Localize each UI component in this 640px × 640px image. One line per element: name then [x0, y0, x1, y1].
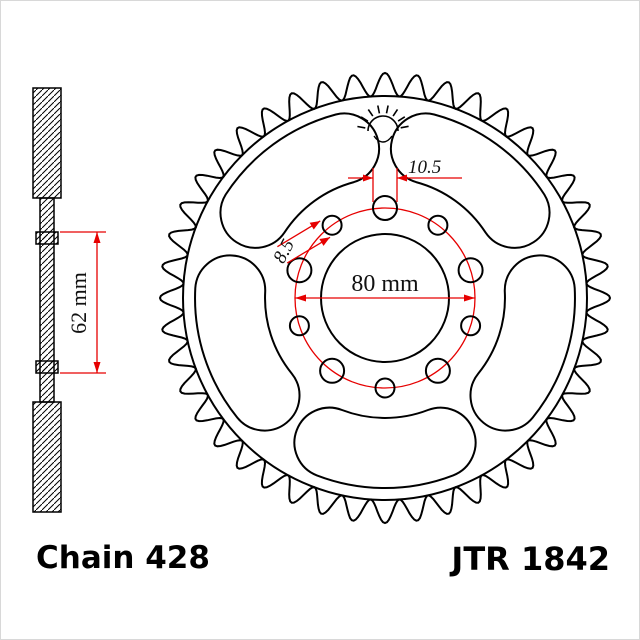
sun-ray-icon — [357, 125, 366, 129]
section-teeth-top — [32, 87, 62, 199]
sun-ray-icon — [392, 108, 399, 117]
section-plate — [39, 197, 55, 403]
bolt-hole — [460, 315, 482, 337]
bolt-hole — [427, 214, 449, 236]
sun-logo — [367, 115, 399, 132]
tooth-ring — [158, 71, 612, 525]
dimension-annotations: 62 mm 80 mm 10.5 8.5 — [60, 157, 475, 374]
section-teeth-bottom — [32, 401, 62, 513]
dim-105-text: 10.5 — [408, 157, 441, 178]
arrow-icon — [93, 362, 101, 373]
cutout — [219, 112, 381, 249]
footer-labels: Chain 428 JTR 1842 — [36, 540, 610, 578]
section-hub-top — [35, 231, 59, 245]
bolt-hole — [321, 214, 343, 236]
dim-85-text: 8.5 — [269, 236, 299, 267]
bolt-hole — [286, 257, 313, 284]
sun-ray-icon — [397, 116, 406, 122]
arrow-icon — [93, 232, 101, 243]
sun-ray-icon — [400, 125, 409, 129]
arrow-icon — [295, 294, 306, 302]
section-hub-bottom — [35, 360, 59, 374]
bolt-hole — [457, 257, 484, 284]
model-number-label: JTR 1842 — [449, 540, 610, 578]
bolt-hole — [372, 195, 398, 221]
dim-62-text: 62 mm — [66, 272, 91, 334]
sun-ray-icon — [385, 105, 389, 114]
sun-ray-icon — [377, 105, 381, 114]
side-view — [32, 87, 62, 513]
root-circle — [182, 95, 588, 501]
sun-ray-icon — [367, 109, 374, 117]
sun-logo-base — [373, 135, 393, 143]
bolt-hole — [319, 357, 346, 384]
cutout — [389, 112, 551, 249]
chain-size-label: Chain 428 — [36, 540, 210, 576]
sun-ray-icon — [360, 116, 369, 122]
bolt-hole — [288, 315, 310, 337]
cutout — [469, 254, 576, 432]
bolt-hole — [424, 357, 451, 384]
dim-85-lines — [277, 220, 331, 264]
dim-80-text: 80 mm — [351, 271, 419, 297]
cutout — [194, 254, 301, 432]
arrow-icon — [464, 294, 475, 302]
cutout — [293, 406, 477, 489]
arrow-icon — [397, 174, 407, 182]
bolt-hole — [374, 377, 396, 399]
arrow-icon — [363, 174, 373, 182]
